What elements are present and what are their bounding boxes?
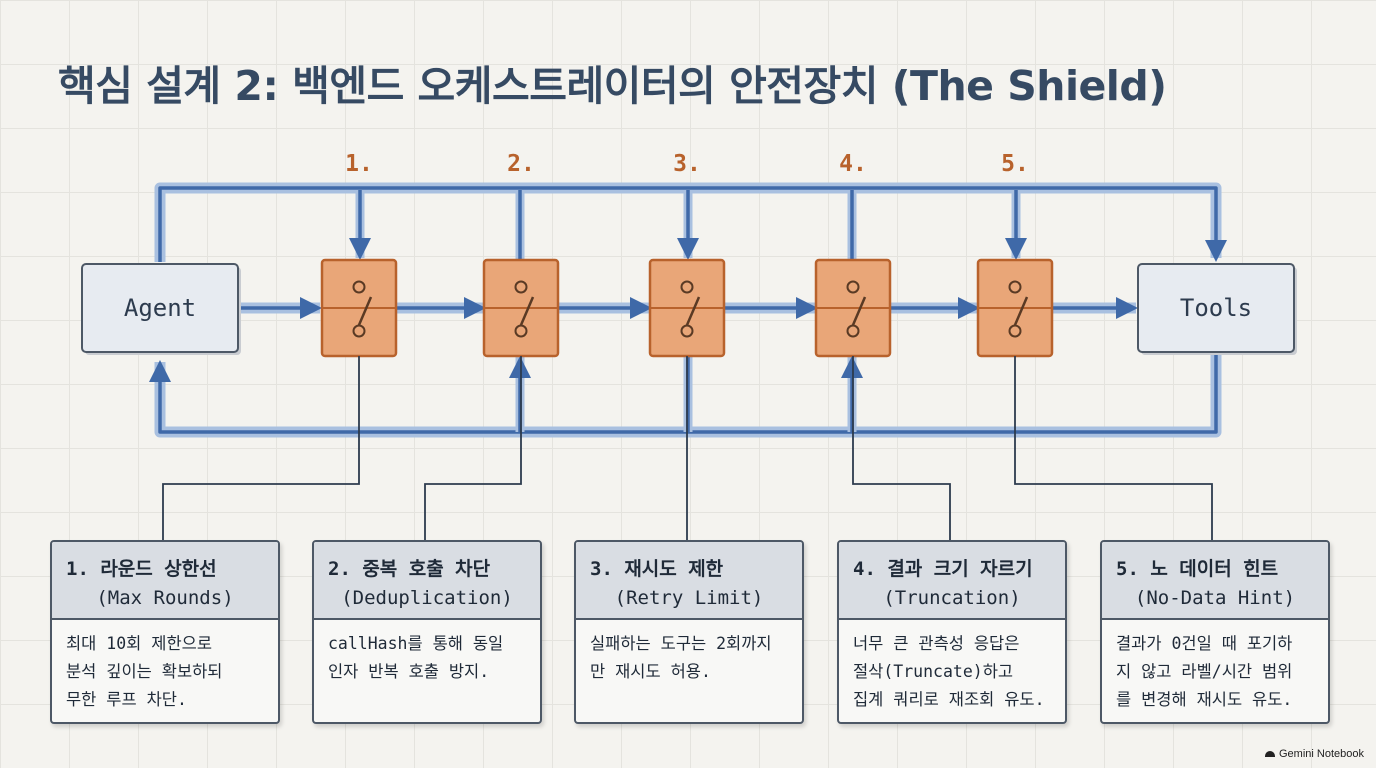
card-subtitle: (Truncation) [883,587,1021,609]
card-header: 3. 재시도 제한 (Retry Limit) [576,542,802,620]
card-header: 4. 결과 크기 자르기 (Truncation) [839,542,1065,620]
card-title: 1. 라운드 상한선 [66,558,217,580]
switch-1 [320,258,398,358]
step-number-3: 3. [673,151,701,177]
card-title: 2. 중복 호출 차단 [328,558,491,580]
footer-brand: Gemini Notebook [1265,748,1364,760]
switch-2 [482,258,560,358]
card-title: 5. 노 데이터 힌트 [1116,558,1279,580]
card-subtitle: (No-Data Hint) [1134,587,1296,609]
step-number-1: 1. [345,151,373,177]
card-body: 실패하는 도구는 2회까지 만 재시도 허용. [590,634,772,681]
card-title: 3. 재시도 제한 [590,558,724,580]
callout-lines [162,356,1213,540]
switch-4 [814,258,892,358]
card-body: 최대 10회 제한으로 분석 깊이는 확보하되 무한 루프 차단. [66,634,223,709]
card-body: 결과가 0건일 때 포기하 지 않고 라벨/시간 범위 를 변경해 재시도 유도… [1116,634,1293,709]
card-body: 너무 큰 관측성 응답은 절삭(Truncate)하고 집계 쿼리로 재조회 유… [853,634,1045,709]
footer-text: Gemini Notebook [1279,748,1364,760]
card-max-rounds: 1. 라운드 상한선 (Max Rounds) 최대 10회 제한으로 분석 깊… [50,540,280,724]
card-subtitle: (Deduplication) [341,587,513,609]
step-number-2: 2. [507,151,535,177]
card-no-data-hint: 5. 노 데이터 힌트 (No-Data Hint) 결과가 0건일 때 포기하… [1100,540,1330,724]
card-retry-limit: 3. 재시도 제한 (Retry Limit) 실패하는 도구는 2회까지 만 … [574,540,804,724]
vertical-connectors [349,190,1027,432]
card-header: 1. 라운드 상한선 (Max Rounds) [52,542,278,620]
step-number-5: 5. [1001,151,1029,177]
switch-3 [648,258,726,358]
agent-label: Agent [124,294,196,322]
card-title: 4. 결과 크기 자르기 [853,558,1033,580]
page-title: 핵심 설계 2: 백엔드 오케스트레이터의 안전장치 (The Shield) [58,62,1167,110]
tools-label: Tools [1180,294,1252,322]
card-subtitle: (Retry Limit) [614,587,764,609]
card-header: 2. 중복 호출 차단 (Deduplication) [314,542,540,620]
card-subtitle: (Max Rounds) [96,587,234,609]
tools-node: Tools [1137,263,1297,355]
switches [320,258,1054,358]
step-number-4: 4. [839,151,867,177]
agent-node: Agent [81,263,241,355]
top-loop-pipe [154,182,1227,262]
card-truncation: 4. 결과 크기 자르기 (Truncation) 너무 큰 관측성 응답은 절… [837,540,1067,724]
notebook-logo-icon [1265,751,1275,757]
card-deduplication: 2. 중복 호출 차단 (Deduplication) callHash를 통해… [312,540,542,724]
card-header: 5. 노 데이터 힌트 (No-Data Hint) [1102,542,1328,620]
switch-5 [976,258,1054,358]
card-body: callHash를 통해 동일 인자 반복 호출 방지. [328,634,504,681]
